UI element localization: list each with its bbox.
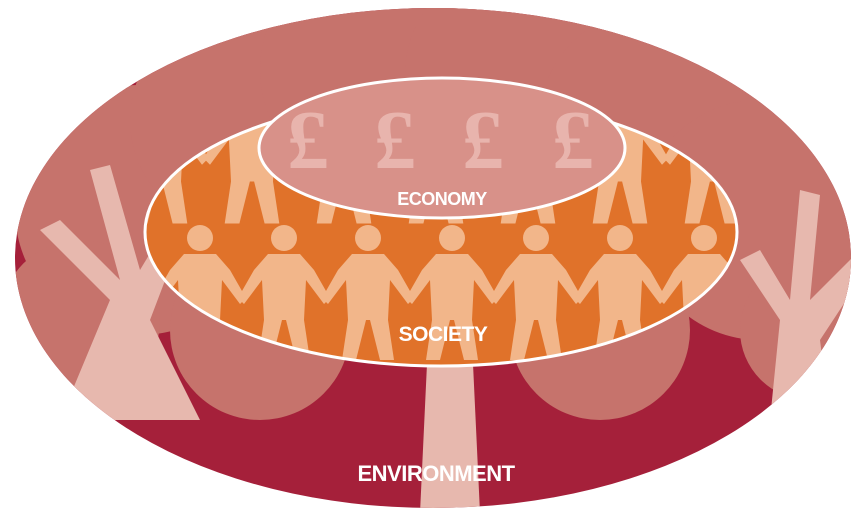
pound-symbol: £ [552, 94, 594, 187]
pound-symbol: £ [462, 94, 504, 187]
economy-outline [257, 76, 627, 220]
environment-label: ENVIRONMENT [357, 461, 515, 486]
society-label: SOCIETY [399, 323, 488, 346]
pound-symbols: £ £ £ £ [287, 94, 594, 187]
economy-ellipse: £ £ £ £ ECONOMY [257, 76, 627, 220]
pound-symbol: £ [374, 94, 416, 187]
economy-background [259, 78, 625, 218]
pound-symbol: £ [287, 94, 329, 187]
economy-label: ECONOMY [397, 189, 487, 209]
